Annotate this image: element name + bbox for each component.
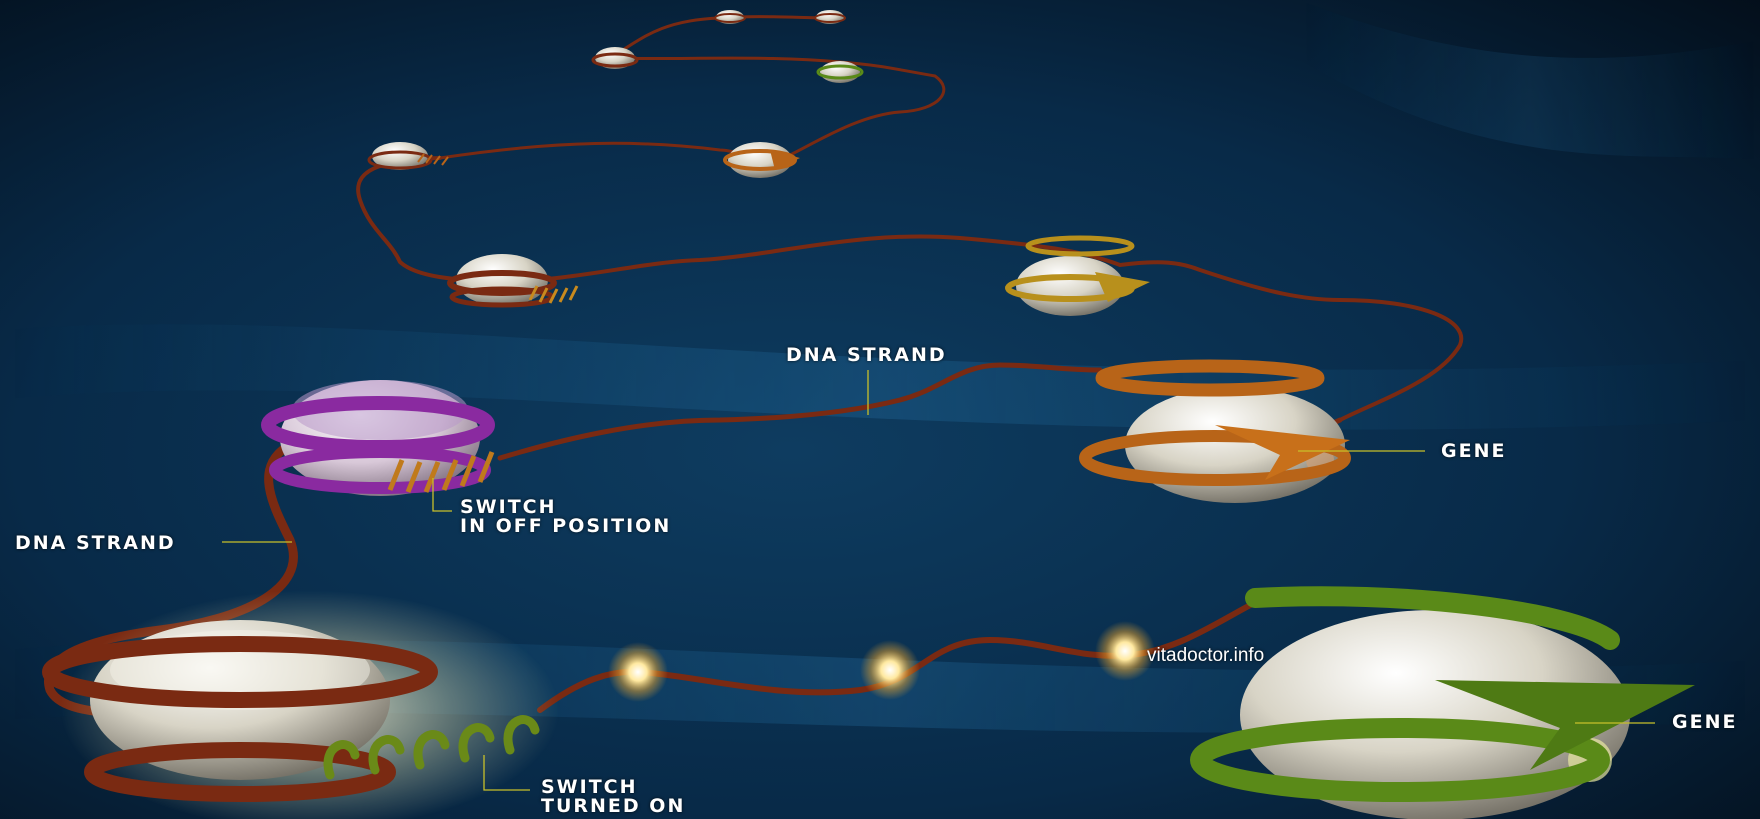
label-switch-off: SWITCH IN OFF POSITION (460, 498, 671, 536)
label-switch-on-line2: TURNED ON (541, 797, 685, 816)
label-switch-off-line2: IN OFF POSITION (460, 517, 671, 536)
label-gene-bottom: GENE (1672, 713, 1737, 732)
watermark: vitadoctor.info (1147, 645, 1264, 667)
label-gene-mid: GENE (1441, 442, 1506, 461)
label-dna-strand-top: DNA STRAND (786, 346, 947, 365)
label-dna-strand-left: DNA STRAND (15, 534, 176, 553)
label-switch-on: SWITCH TURNED ON (541, 778, 685, 816)
nucleosome-switch-off (268, 380, 492, 496)
